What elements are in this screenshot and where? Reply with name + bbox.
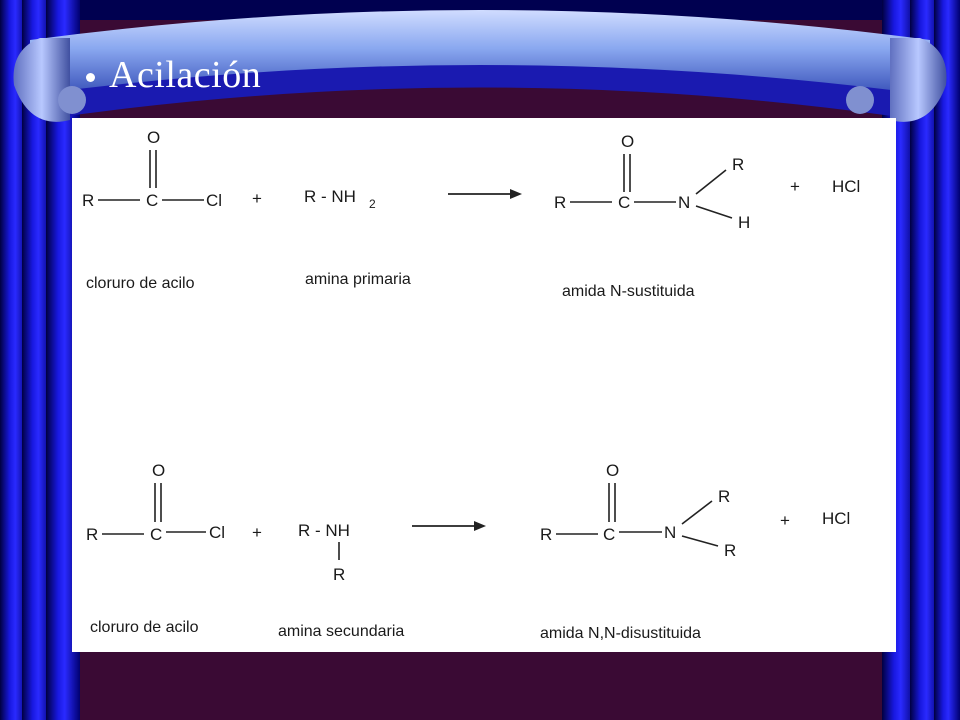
reaction-arrow-2 [412, 521, 486, 531]
atom-n: N [664, 523, 676, 542]
amide-n-substituted: O R C N R H [554, 132, 750, 232]
label-acyl-chloride: cloruro de acilo [90, 619, 199, 636]
reaction-1: O R C Cl + R - NH 2 O R C N [82, 128, 860, 300]
reaction-arrow-1 [448, 189, 522, 199]
secondary-amine: R - NH R [298, 521, 350, 584]
atom-o: O [147, 128, 160, 147]
atom-c: C [603, 525, 615, 544]
reaction-panel: O R C Cl + R - NH 2 O R C N [72, 118, 896, 652]
reaction-2: O R C Cl + R - NH R O R C [86, 461, 850, 642]
atom-o: O [606, 461, 619, 480]
label-n-substituted-amide: amida N-sustituida [562, 283, 695, 300]
atom-r: R [86, 525, 98, 544]
amine-formula: R - NH [298, 521, 350, 540]
atom-cl: Cl [209, 523, 225, 542]
byproduct-hcl: HCl [832, 177, 860, 196]
plus-sign: + [252, 189, 262, 208]
atom-o: O [621, 132, 634, 151]
plus-sign: + [252, 523, 262, 542]
atom-o: O [152, 461, 165, 480]
atom-r: R [540, 525, 552, 544]
atom-r: R [554, 193, 566, 212]
atom-r: R [82, 191, 94, 210]
bullet-icon [86, 72, 95, 82]
amide-nn-disubstituted: O R C N R R [540, 461, 736, 560]
plus-sign: + [790, 177, 800, 196]
atom-r-bottom: R [724, 541, 736, 560]
acyl-chloride-1: O R C Cl [82, 128, 222, 210]
label-secondary-amine: amina secundaria [278, 623, 404, 640]
atom-c: C [146, 191, 158, 210]
label-primary-amine: amina primaria [305, 271, 411, 288]
atom-r-top: R [718, 487, 730, 506]
amine-formula: R - NH [304, 187, 356, 206]
label-acyl-chloride: cloruro de acilo [86, 275, 195, 292]
slide-title: Acilación [109, 54, 262, 96]
atom-h: H [738, 213, 750, 232]
atom-n: N [678, 193, 690, 212]
amine-r-below: R [333, 565, 345, 584]
atom-cl: Cl [206, 191, 222, 210]
title-line: Acilación [86, 50, 261, 100]
label-nn-disubstituted-amide: amida N,N-disustituida [540, 625, 701, 642]
primary-amine: R - NH 2 [304, 187, 376, 211]
acyl-chloride-2: O R C Cl [86, 461, 225, 544]
atom-c: C [618, 193, 630, 212]
byproduct-hcl: HCl [822, 509, 850, 528]
atom-c: C [150, 525, 162, 544]
amine-subscript: 2 [369, 197, 376, 211]
atom-r-top: R [732, 155, 744, 174]
plus-sign: + [780, 511, 790, 530]
